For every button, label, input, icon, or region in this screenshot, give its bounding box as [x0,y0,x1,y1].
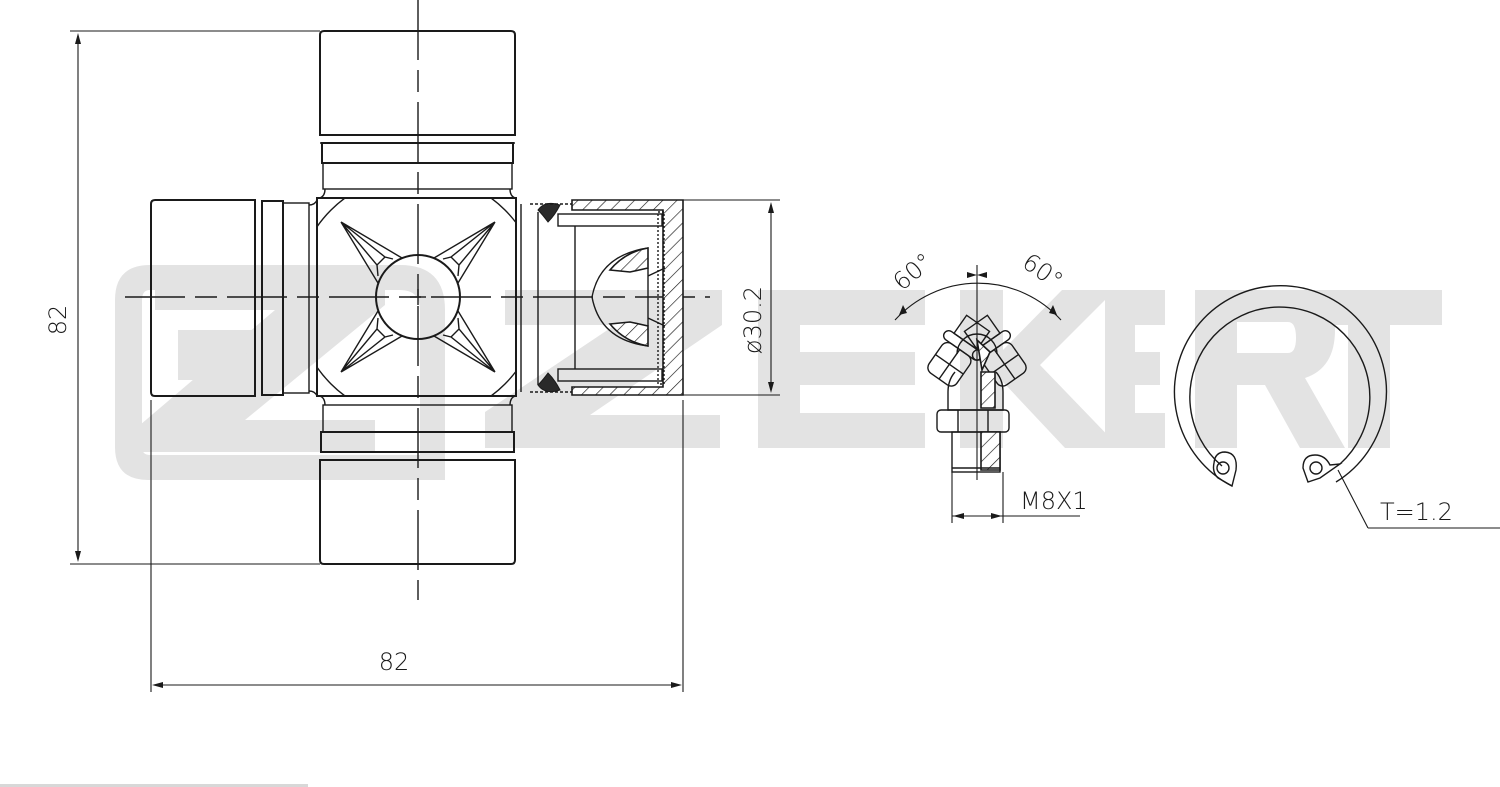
height-dimension: 82 [44,30,320,565]
left-bearing-cap [150,199,318,397]
cap-diameter-label: ø30.2 [739,286,767,354]
height-dimension-label: 82 [44,305,72,336]
angle-right-label: 60° [1017,248,1068,295]
circlip-detail: T=1.2 [1173,285,1500,529]
width-dimension: 82 [150,400,684,692]
thread-label: M8X1 [1020,487,1088,515]
cross-front-view [125,0,710,600]
bottom-bearing-cap [319,395,516,565]
right-bearing-cap-section [520,199,684,396]
cap-diameter-dimension: ø30.2 [683,199,780,396]
width-dimension-label: 82 [379,648,410,676]
hub-circle [375,254,461,340]
cross-ribs [340,221,496,373]
angle-left-label: 60° [888,247,939,296]
bottom-edge-bar [0,784,308,787]
cross-body [316,197,517,397]
circlip-thickness-label: T=1.2 [1380,498,1453,526]
